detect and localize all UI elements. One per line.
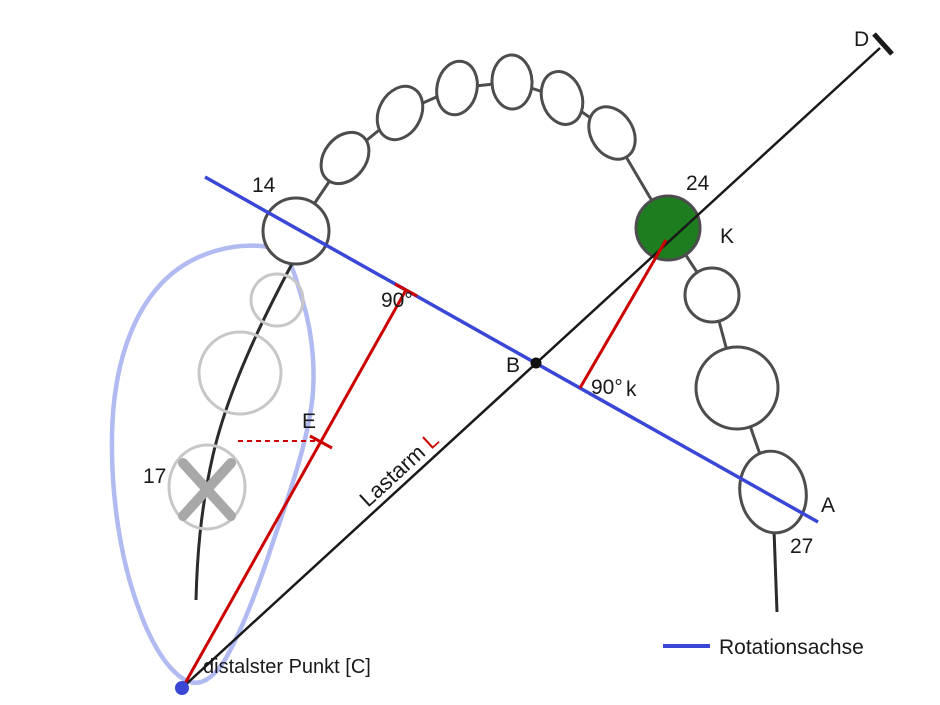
tooth-23 [587,105,637,161]
rotation-axis-line [204,175,819,524]
distal-point-caption: distalster Punkt [C] [203,656,371,678]
right-arch-tail [772,529,779,613]
tooth-25 [683,266,741,324]
tooth-17-label: 17 [143,465,166,488]
tooth-14-label: 14 [252,174,276,197]
tooth-14 [261,196,331,266]
load-axis-line-dc [182,47,881,688]
perpendicular-left-tick [394,282,418,298]
point-d-label: D [854,28,869,51]
lever-arm-perpendicular-left [181,289,408,688]
legend-rotation-axis-label: Rotationsachse [719,636,864,659]
tooth-11 [435,59,479,117]
angle-right-label: 90° [591,376,623,399]
point-k-lower-label: k [626,378,637,401]
faded-tooth-16 [197,330,283,416]
extracted-tooth-x-mark [178,458,236,521]
tooth-27-label: 27 [790,535,813,558]
tooth-12 [375,84,425,142]
left-arch-curve [194,261,295,601]
tooth-22 [539,70,585,126]
intersection-point-b-dot [530,357,542,369]
lever-arm-label: Lastarm L [354,427,443,512]
force-arm-perpendicular-right [578,239,668,389]
tooth-13 [319,130,371,186]
tooth-26 [694,345,780,431]
point-b-label: B [506,354,520,377]
tooth-27 [738,449,808,535]
faded-tooth-17 [167,443,247,531]
point-a-label: A [821,494,835,517]
d-end-tick [872,32,894,56]
point-k-upper-label: K [720,225,734,248]
lever-arm-word: Lastarm [354,435,434,511]
distal-point-dot [175,681,189,695]
angle-left-label: 90° [381,289,413,312]
tooth-24-green [634,194,702,262]
e-position-tick [309,434,333,450]
segment-outline [109,243,316,685]
faded-tooth-15 [249,272,305,328]
tooth-24-label: 24 [686,172,710,195]
tooth-21 [490,53,534,111]
point-e-label: E [302,410,316,433]
